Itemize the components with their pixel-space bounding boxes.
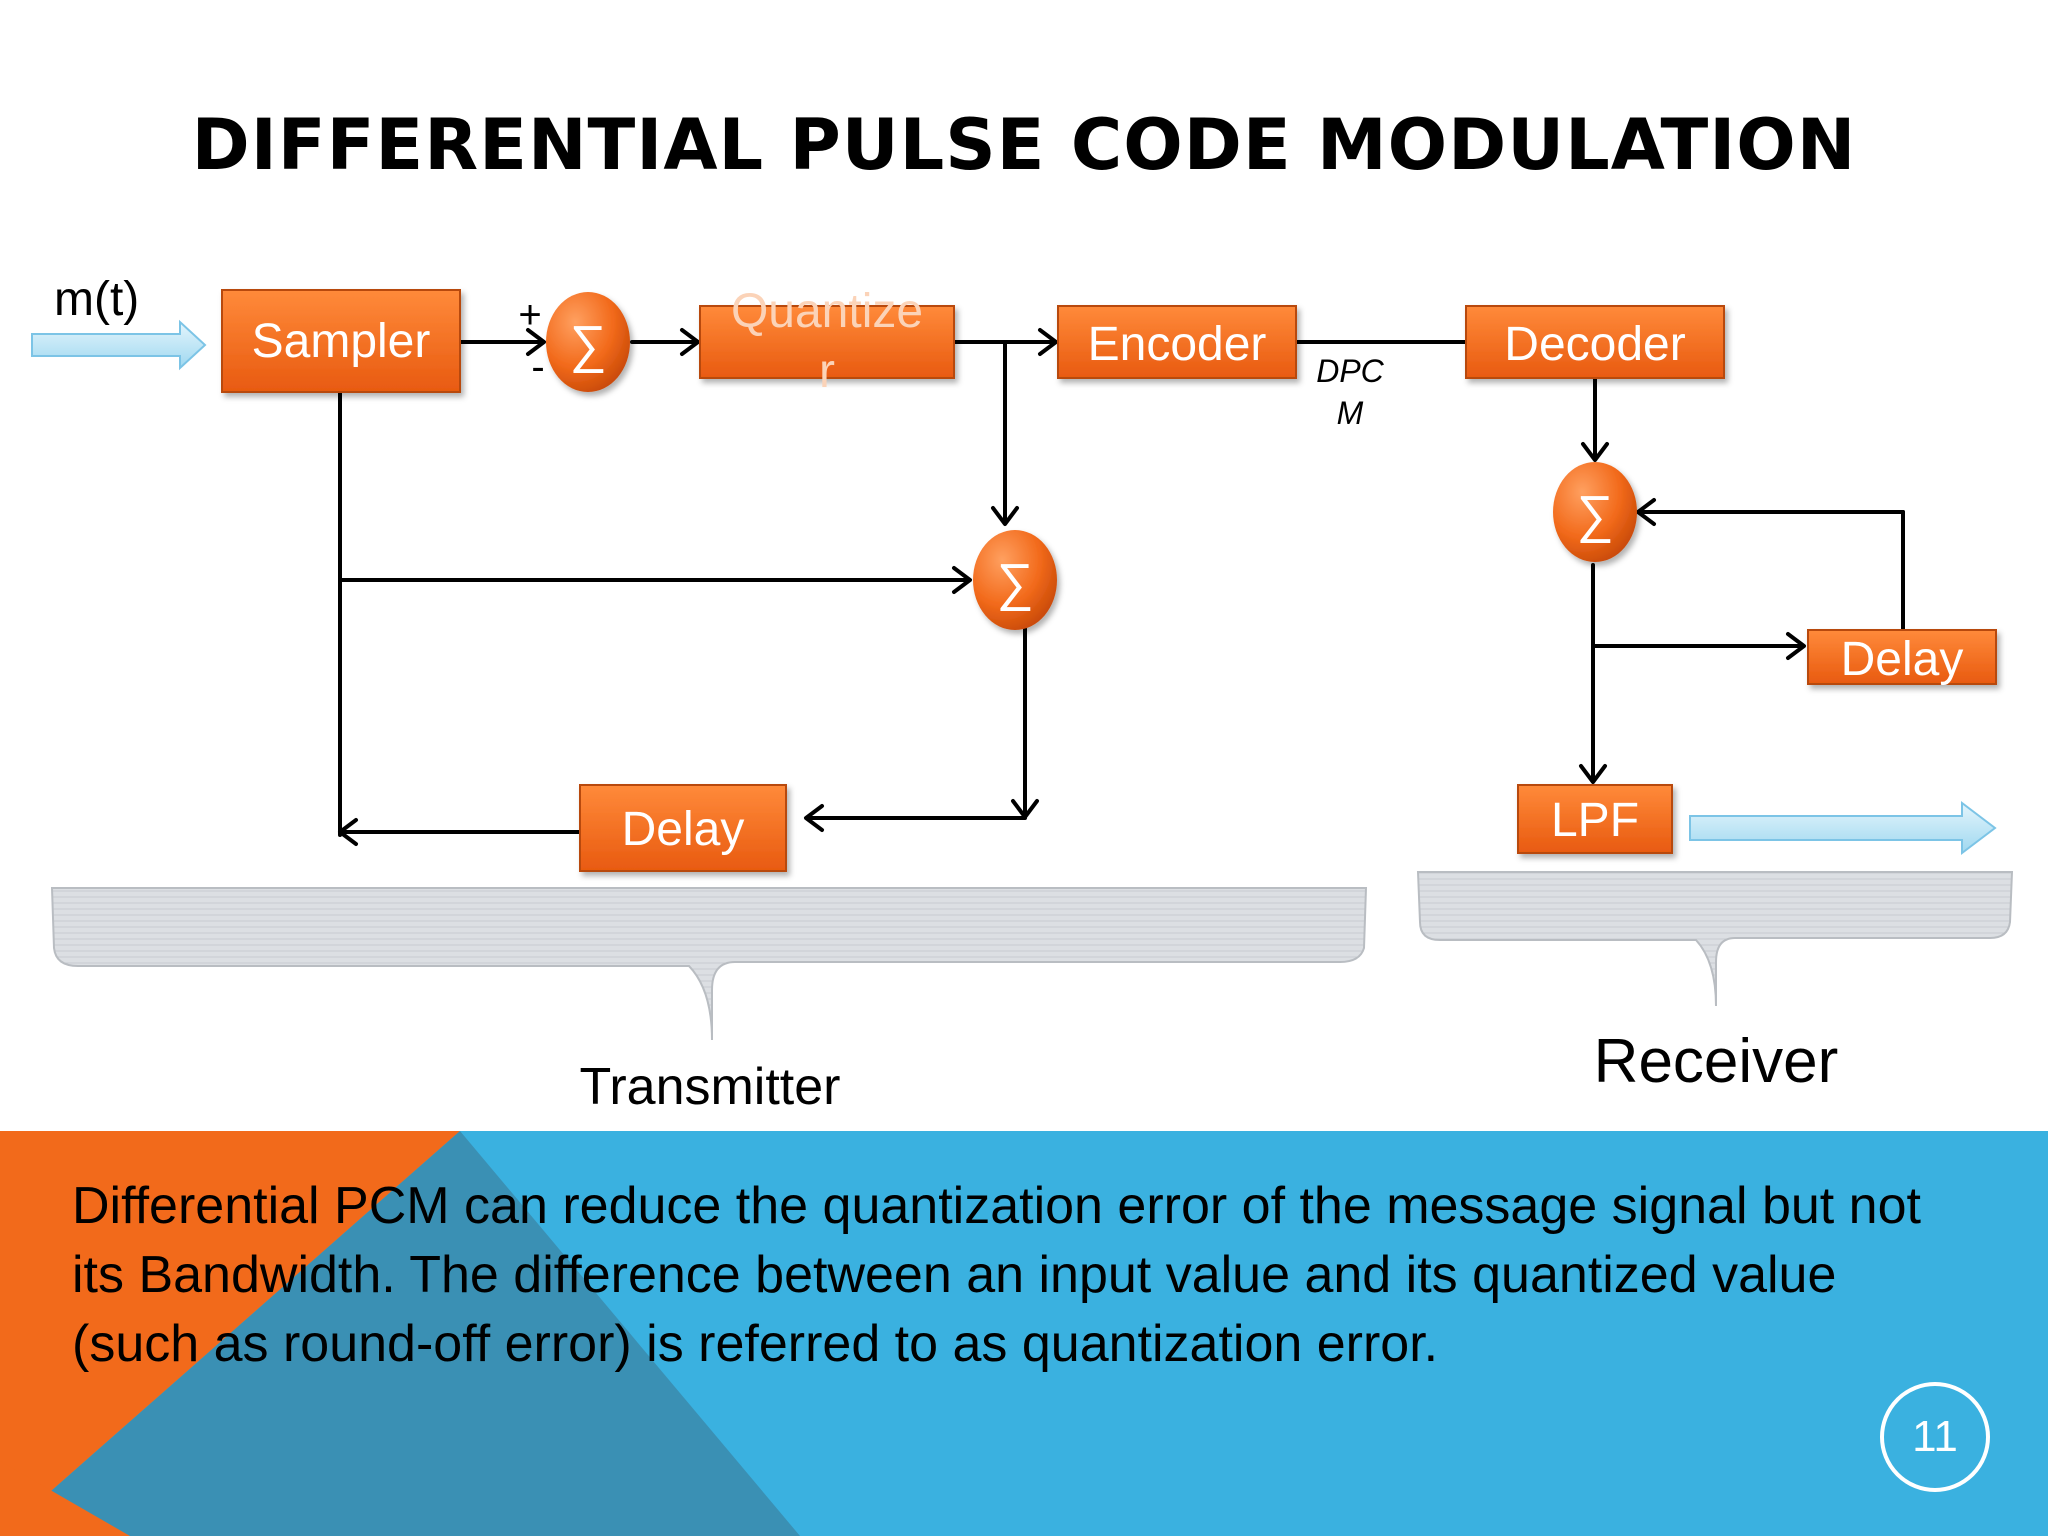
- input-label: m(t): [54, 273, 139, 326]
- transmitter-label: Transmitter: [580, 1058, 841, 1116]
- rx-delay-block: Delay: [1807, 629, 1997, 686]
- decoder-block: Decoder: [1465, 305, 1725, 379]
- tx-delay-label: Delay: [622, 803, 745, 856]
- sigma-icon: ∑: [1576, 486, 1613, 544]
- footer-band: [0, 1131, 2048, 1536]
- dpcm-block-diagram: m(t) Sampler Quantize r Encoder Decoder …: [31, 273, 2014, 1116]
- signal-lines: [338, 328, 1905, 846]
- rx-delay-label: Delay: [1841, 633, 1964, 686]
- input-arrow-icon: [31, 319, 207, 371]
- sigma-icon: ∑: [996, 554, 1033, 612]
- channel-label-line1: DPC: [1316, 353, 1384, 389]
- footer-background: [0, 1131, 2048, 1536]
- plus-sign: +: [518, 293, 541, 337]
- minus-sign: -: [531, 345, 544, 389]
- output-arrow-icon: [1689, 800, 1997, 856]
- description-text: Differential PCM can reduce the quantiza…: [72, 1177, 1921, 1373]
- slide-title: DIFFERENTIAL PULSE CODE MODULATION: [191, 104, 1857, 186]
- transmitter-brace: [50, 887, 1368, 1041]
- receiver-brace: [1416, 871, 2014, 1007]
- page-number: 11: [1880, 1382, 1990, 1492]
- rx-add-summer: ∑: [1553, 462, 1637, 562]
- tx-add-summer: ∑: [973, 530, 1057, 630]
- tx-delay-block: Delay: [579, 784, 787, 872]
- tx-subtract-summer: ∑: [546, 292, 630, 392]
- quantizer-label-line1: Quantize: [731, 285, 923, 338]
- decoder-label: Decoder: [1504, 318, 1685, 371]
- quantizer-label-line2: r: [819, 345, 835, 398]
- encoder-block: Encoder: [1057, 305, 1297, 379]
- lpf-label: LPF: [1551, 794, 1639, 847]
- sigma-icon: ∑: [569, 316, 606, 374]
- lpf-block: LPF: [1517, 784, 1673, 854]
- quantizer-block: Quantize r: [699, 285, 955, 398]
- sampler-block: Sampler: [221, 289, 461, 393]
- encoder-label: Encoder: [1088, 318, 1267, 371]
- channel-label-line2: M: [1337, 395, 1364, 431]
- sampler-label: Sampler: [252, 315, 431, 368]
- receiver-label: Receiver: [1594, 1027, 1839, 1096]
